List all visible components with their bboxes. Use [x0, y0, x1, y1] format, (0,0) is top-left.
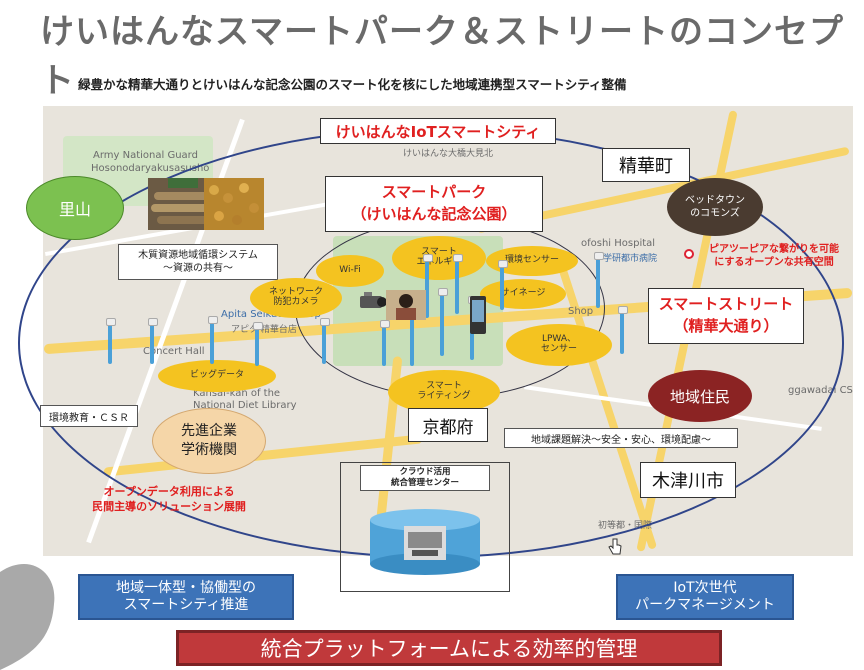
- person-photo: [386, 290, 426, 320]
- issues-label: 地域課題解決〜安全・安心、環境配慮〜: [504, 428, 738, 448]
- light-pole: [453, 254, 463, 314]
- iot-park-mgmt-button: IoT次世代 パークマネージメント: [616, 574, 794, 620]
- light-pole: [380, 320, 390, 366]
- slide-subtitle: 緑豊かな精華大通りとけいはんな記念公園のスマート化を核にした地域連携型スマートシ…: [78, 77, 627, 92]
- pellets-photo: [204, 178, 264, 230]
- satoyama-oval: 里山: [26, 176, 124, 240]
- light-pole: [253, 322, 263, 366]
- light-pole: [423, 254, 433, 318]
- hand-cursor-icon: [608, 538, 622, 555]
- signage-device-icon: [470, 296, 486, 334]
- kizugawa-label: 木津川市: [640, 462, 736, 498]
- p2p-label: ピアツーピアな繋がりを可能 にするオープンな共有空間: [709, 244, 839, 268]
- light-pole: [438, 288, 448, 356]
- data-center-cylinder: [370, 509, 480, 575]
- marker-dot: [684, 249, 694, 259]
- smart-energy-oval: スマート エネルギー: [392, 236, 486, 280]
- decorative-blob: [0, 563, 55, 670]
- light-pole: [320, 318, 330, 364]
- light-pole: [618, 306, 628, 354]
- biomass-label: 木質資源地域循環システム 〜資源の共有〜: [118, 244, 278, 280]
- lpwa-oval: LPWA、 センサー: [506, 324, 612, 366]
- advanced-orgs-oval: 先進企業 学術機関: [152, 408, 266, 474]
- light-pole: [208, 316, 218, 364]
- iot-city-label: けいはんなIoTスマートシティ: [320, 118, 556, 144]
- cloud-center-label: クラウド活用 統合管理センター: [360, 465, 490, 491]
- smart-street-label: スマートストリート （精華大通り）: [648, 288, 804, 344]
- camera-oval: ネットワーク 防犯カメラ: [250, 278, 342, 318]
- smart-park-label: スマートパーク （けいはんな記念公園）: [325, 176, 543, 232]
- slide-title: けいはんなスマートパーク＆ストリートのコンセプト: [40, 12, 844, 101]
- light-pole: [148, 318, 158, 364]
- opendata-label: オープンデータ利用による 民間主導のソリューション展開: [92, 485, 246, 513]
- smart-lighting-oval: スマート ライティング: [388, 370, 500, 414]
- kyoto-label: 京都府: [408, 408, 488, 442]
- map-label: Hosonodaryakusasusho: [91, 163, 210, 174]
- camera-icon: [360, 292, 387, 308]
- signage-oval: サイネージ: [480, 279, 566, 309]
- bedtown-oval: ベッドタウン のコモンズ: [667, 178, 763, 236]
- light-pole: [106, 318, 116, 364]
- seika-town-label: 精華町: [602, 148, 690, 182]
- map-label: Army National Guard: [93, 150, 198, 161]
- regional-collab-button: 地域一体型・協働型の スマートシティ推進: [78, 574, 294, 620]
- cloud-center-frame: [340, 462, 510, 592]
- residents-oval: 地域住民: [648, 370, 752, 422]
- env-csr-label: 環境教育・ＣＳＲ: [40, 405, 138, 427]
- wifi-oval: Wi-Fi: [316, 255, 384, 287]
- light-pole: [594, 252, 604, 308]
- integrated-platform-bar: 統合プラットフォームによる効率的管理: [176, 630, 722, 666]
- light-pole: [498, 260, 508, 310]
